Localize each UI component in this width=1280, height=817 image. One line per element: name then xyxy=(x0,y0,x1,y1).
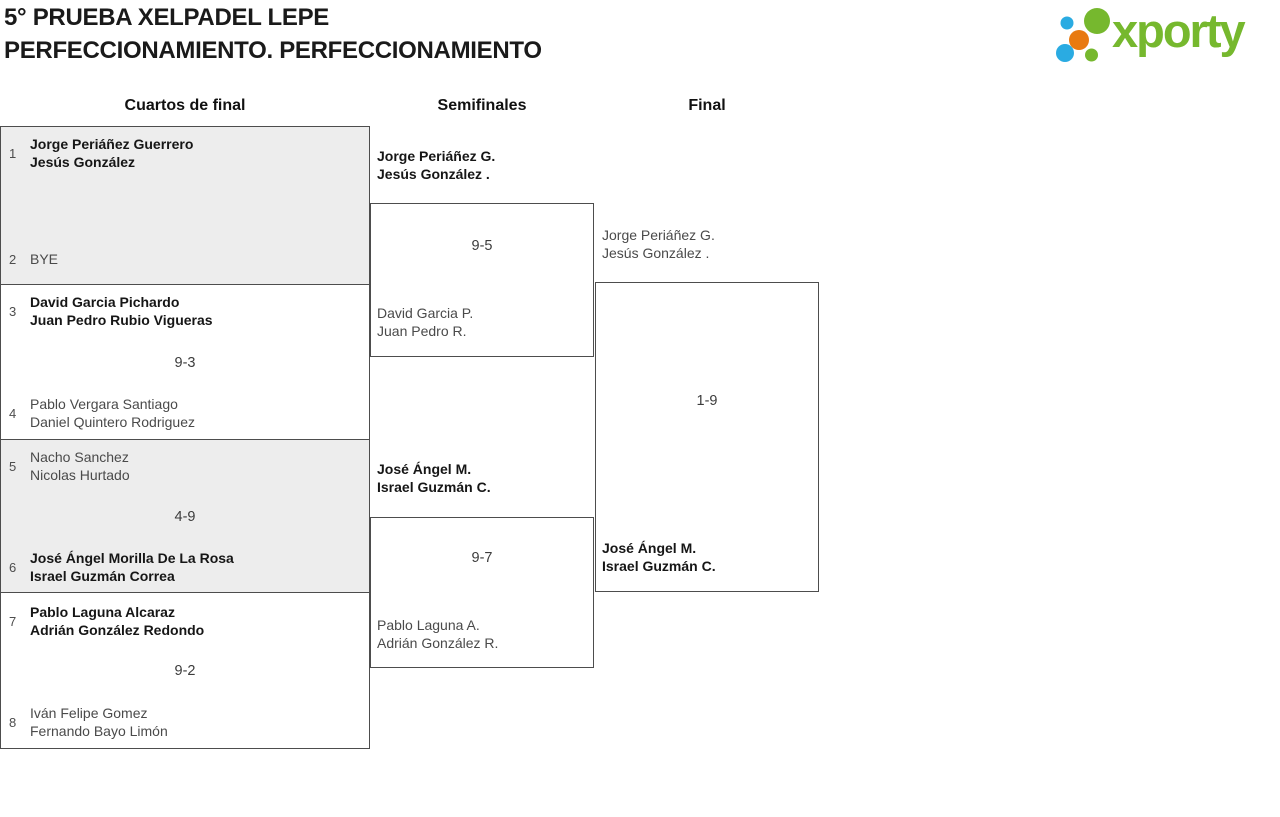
player-name: Adrián González R. xyxy=(377,635,499,651)
match-final: 1-9 xyxy=(595,282,819,592)
match-semifinal-2: 9-7 xyxy=(370,517,594,668)
xporty-logo-text: xporty xyxy=(1112,4,1246,57)
match-score: 9-3 xyxy=(174,354,196,371)
team-names: David Garcia Pichardo Juan Pedro Rubio V… xyxy=(30,293,213,329)
team-entry: 8 Iván Felipe Gomez Fernando Bayo Limón xyxy=(9,704,168,740)
player-name: Jorge Periáñez G. xyxy=(602,227,715,243)
player-name: David Garcia P. xyxy=(377,305,474,321)
player-name: Fernando Bayo Limón xyxy=(30,723,168,739)
team-names: Pablo Laguna Alcaraz Adrián González Red… xyxy=(30,603,204,639)
player-name: Israel Guzmán C. xyxy=(377,479,491,495)
player-name: Jesús González xyxy=(30,154,136,170)
match-score: 9-7 xyxy=(471,550,493,566)
player-name: Jesús González . xyxy=(602,245,710,261)
team-names: Pablo Vergara Santiago Daniel Quintero R… xyxy=(30,395,195,431)
semifinal-2-loser-label: Pablo Laguna A. Adrián González R. xyxy=(377,616,498,652)
player-name: Nacho Sanchez xyxy=(30,449,129,465)
column-header-cuartos: Cuartos de final xyxy=(124,97,246,114)
player-name: Iván Felipe Gomez xyxy=(30,705,148,721)
semifinal-2-winner-label: José Ángel M. Israel Guzmán C. xyxy=(377,460,491,496)
team-names: Iván Felipe Gomez Fernando Bayo Limón xyxy=(30,704,168,740)
match-score: 4-9 xyxy=(174,508,196,525)
player-name: Juan Pedro Rubio Vigueras xyxy=(30,312,213,328)
team-names: José Ángel Morilla De La Rosa Israel Guz… xyxy=(30,549,234,585)
match-semifinal-1: 9-5 xyxy=(370,203,594,357)
seed-number: 1 xyxy=(9,145,17,161)
player-name: José Ángel Morilla De La Rosa xyxy=(30,550,234,566)
team-names: Nacho Sanchez Nicolas Hurtado xyxy=(30,448,130,484)
player-name: José Ángel M. xyxy=(377,461,472,477)
seed-number: 8 xyxy=(9,714,17,730)
column-header-semifinales: Semifinales xyxy=(437,97,527,114)
semifinal-1-loser-label: David Garcia P. Juan Pedro R. xyxy=(377,304,473,340)
team-entry: 7 Pablo Laguna Alcaraz Adrián González R… xyxy=(9,603,204,639)
xporty-logo[interactable]: xporty xyxy=(1048,2,1246,64)
match-quarterfinal-1: 1 Jorge Periáñez Guerrero Jesús González… xyxy=(0,126,370,285)
player-name: Adrián González Redondo xyxy=(30,622,205,638)
seed-number: 5 xyxy=(9,458,17,474)
player-name: José Ángel M. xyxy=(602,540,697,556)
player-name: Pablo Vergara Santiago xyxy=(30,396,178,412)
team-entry: 6 José Ángel Morilla De La Rosa Israel G… xyxy=(9,549,234,585)
title-line-2: PERFECCIONAMIENTO. PERFECCIONAMIENTO xyxy=(4,37,542,64)
team-names: Jorge Periáñez Guerrero Jesús González xyxy=(30,135,193,171)
player-name: Juan Pedro R. xyxy=(377,323,467,339)
xporty-logo-dots-icon xyxy=(1056,8,1110,62)
player-name: Israel Guzmán C. xyxy=(602,558,716,574)
team-entry: 3 David Garcia Pichardo Juan Pedro Rubio… xyxy=(9,293,213,329)
team-entry: 5 Nacho Sanchez Nicolas Hurtado xyxy=(9,448,130,484)
title-line-1: 5° PRUEBA XELPADEL LEPE xyxy=(4,4,329,31)
team-entry: 1 Jorge Periáñez Guerrero Jesús González xyxy=(9,135,193,171)
final-winner-label: José Ángel M. Israel Guzmán C. xyxy=(602,539,716,575)
match-score: 9-2 xyxy=(174,662,196,679)
team-entry: 4 Pablo Vergara Santiago Daniel Quintero… xyxy=(9,395,195,431)
match-quarterfinal-4: 7 Pablo Laguna Alcaraz Adrián González R… xyxy=(0,592,370,749)
player-name: Jesús González . xyxy=(377,166,490,182)
player-name: BYE xyxy=(30,251,59,267)
seed-number: 2 xyxy=(9,251,17,267)
final-top-team-label: Jorge Periáñez G. Jesús González . xyxy=(602,226,715,262)
seed-number: 3 xyxy=(9,303,17,319)
player-name: Pablo Laguna Alcaraz xyxy=(30,604,175,620)
seed-number: 7 xyxy=(9,613,17,629)
match-score: 9-5 xyxy=(471,238,493,254)
player-name: David Garcia Pichardo xyxy=(30,294,180,310)
semifinal-1-winner-label: Jorge Periáñez G. Jesús González . xyxy=(377,147,495,183)
player-name: Pablo Laguna A. xyxy=(377,617,480,633)
seed-number: 6 xyxy=(9,559,17,575)
team-names: BYE xyxy=(30,250,58,268)
player-name: Israel Guzmán Correa xyxy=(30,568,175,584)
match-score: 1-9 xyxy=(696,393,718,409)
player-name: Nicolas Hurtado xyxy=(30,467,130,483)
column-header-final: Final xyxy=(688,97,726,114)
team-entry: 2 BYE xyxy=(9,250,58,268)
player-name: Jorge Periáñez Guerrero xyxy=(30,136,194,152)
page-title: 5° PRUEBA XELPADEL LEPE PERFECCIONAMIENT… xyxy=(4,1,542,67)
seed-number: 4 xyxy=(9,405,17,421)
match-quarterfinal-3: 5 Nacho Sanchez Nicolas Hurtado 4-9 6 Jo… xyxy=(0,439,370,594)
player-name: Jorge Periáñez G. xyxy=(377,148,496,164)
player-name: Daniel Quintero Rodriguez xyxy=(30,414,195,430)
match-quarterfinal-2: 3 David Garcia Pichardo Juan Pedro Rubio… xyxy=(0,284,370,441)
